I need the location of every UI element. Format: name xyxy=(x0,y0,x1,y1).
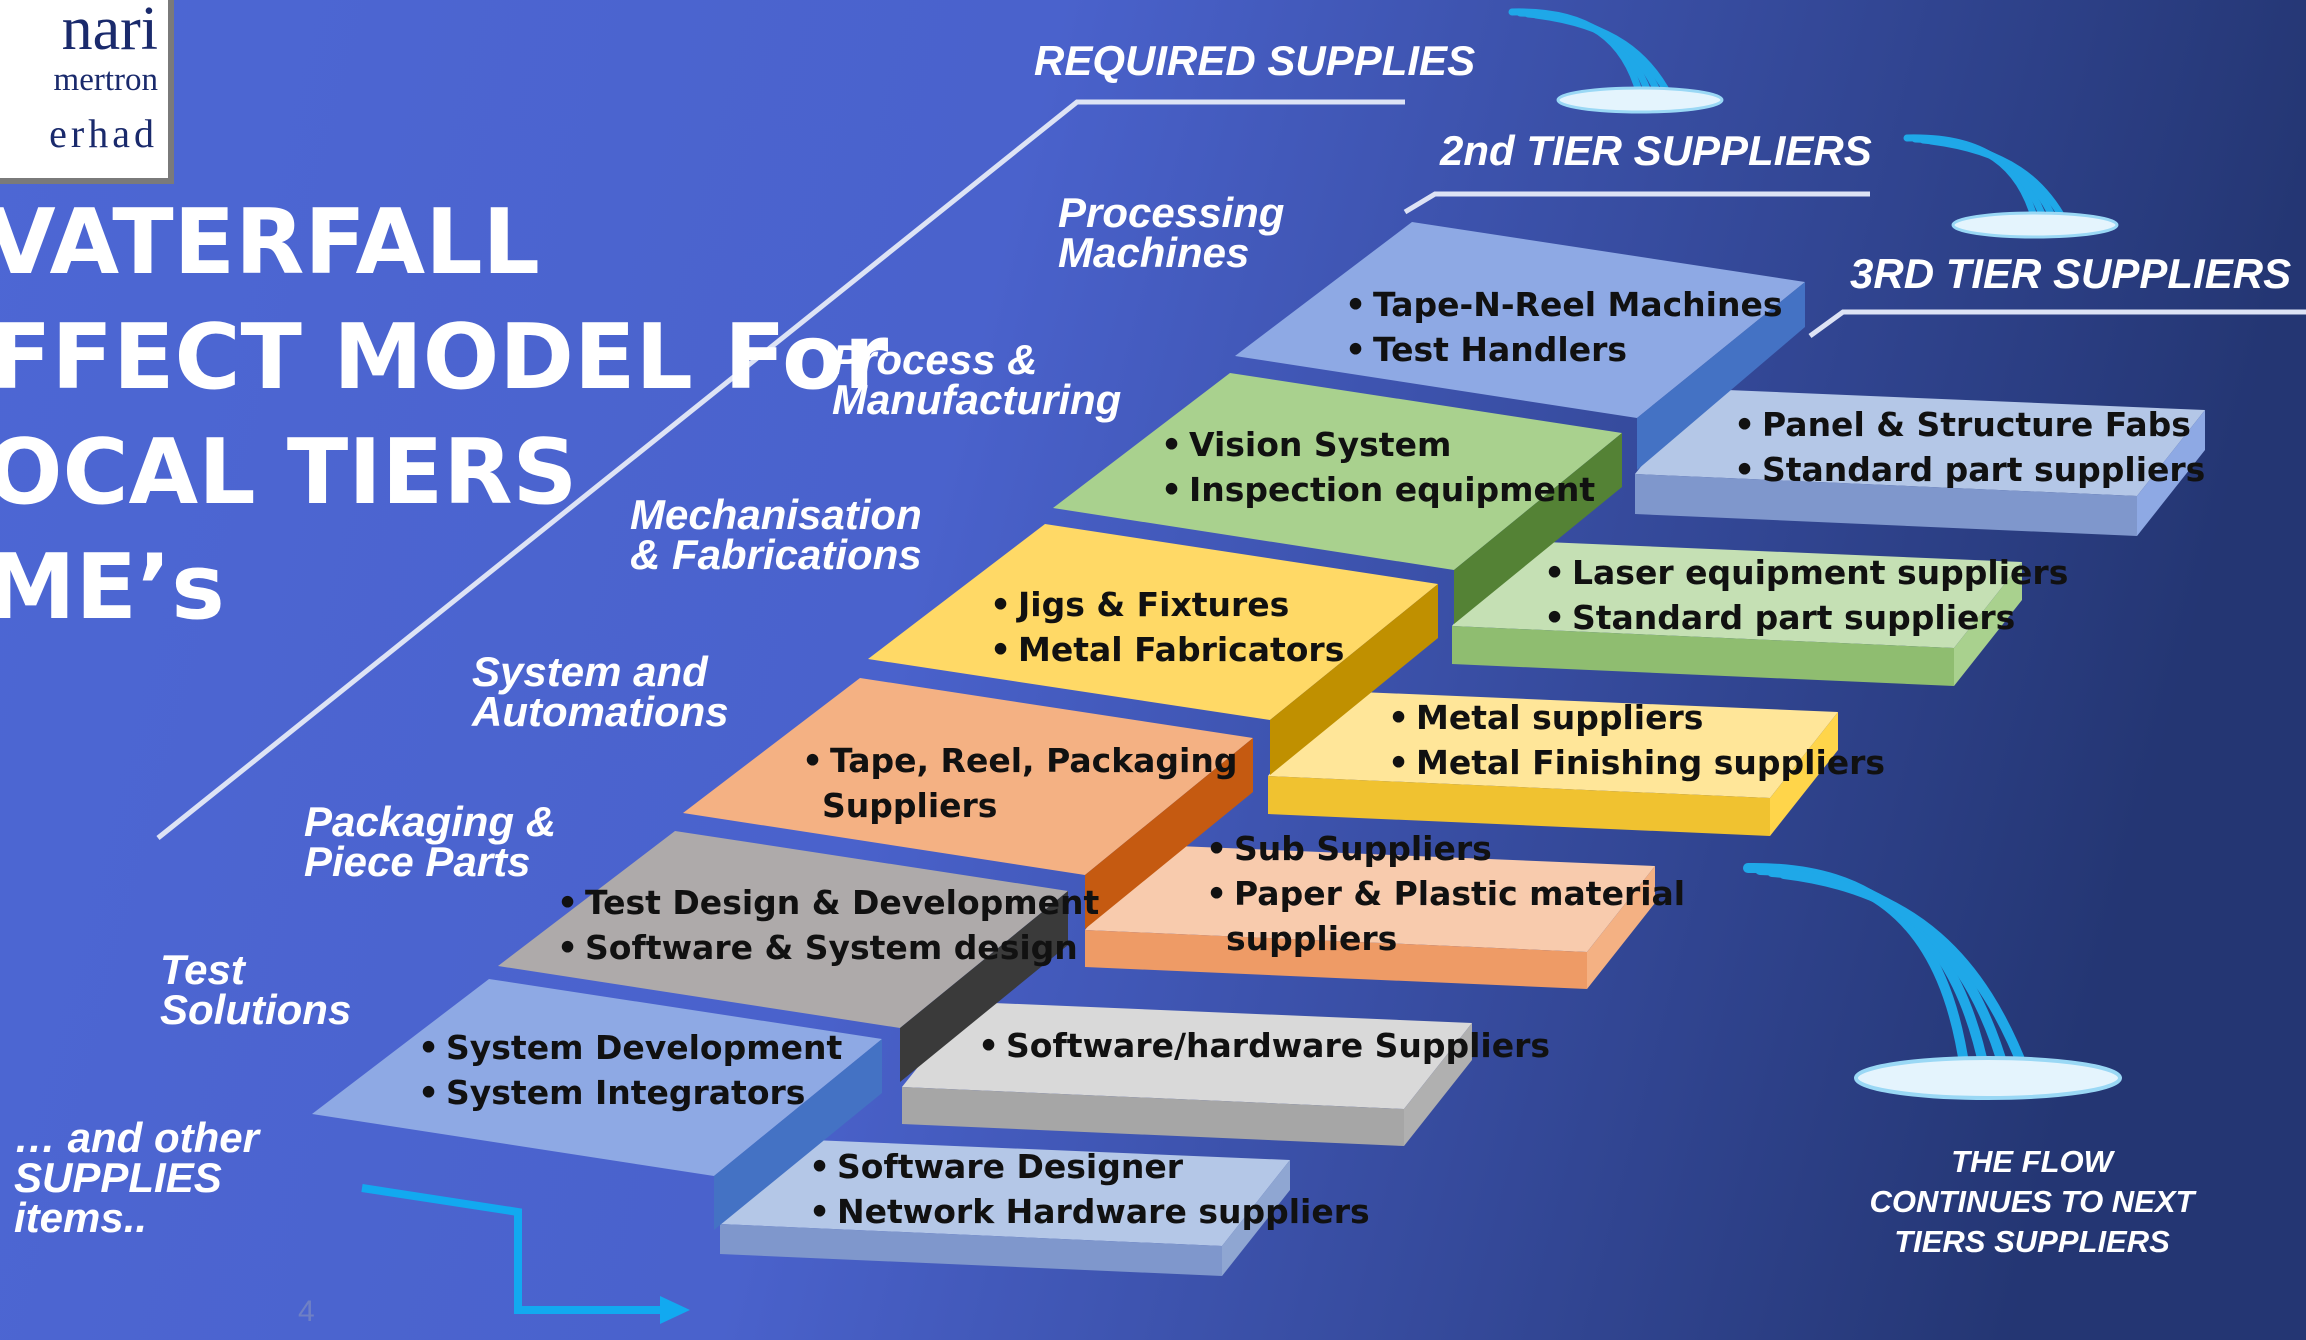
tier2-steps xyxy=(312,222,1805,1230)
tier3-header: 3RD TIER SUPPLIERS xyxy=(1850,250,2292,297)
category-line: Manufacturing xyxy=(832,376,1122,423)
list-item: •Paper & Plastic material xyxy=(1206,874,1686,913)
category-label: Packaging & Piece Parts xyxy=(304,798,557,885)
list-item: •System Development xyxy=(418,1028,843,1067)
tier2-step-4 xyxy=(683,678,1253,929)
category-line: Automations xyxy=(472,688,729,735)
tier2-step-2 xyxy=(1053,373,1622,624)
list-item: •Tape, Reel, Packaging xyxy=(802,741,1238,780)
list-item: •Software & System design xyxy=(557,928,1078,967)
tier2-step-5 xyxy=(498,831,1068,1082)
category-label: System and Automations xyxy=(472,648,729,735)
list-item: •Panel & Structure Fabs xyxy=(1734,405,2191,444)
other-supplies-line: … and other xyxy=(14,1114,260,1161)
list-item: Suppliers xyxy=(822,786,998,825)
title-line-4: ME’s xyxy=(0,535,225,640)
category-label: Processing Machines xyxy=(1058,189,1285,276)
tier2-step-3 xyxy=(868,524,1438,775)
tier3-step-1 xyxy=(1635,389,2205,536)
category-line: Processing xyxy=(1058,189,1285,236)
tier2-step-1-items: •Tape-N-Reel Machines •Test Handlers xyxy=(1345,282,1783,372)
tier3-step-2-items: •Laser equipment suppliers •Standard par… xyxy=(1544,550,2068,640)
tier2-line xyxy=(1403,191,1870,215)
other-supplies-line: items.. xyxy=(14,1194,148,1241)
category-label: Test Solutions xyxy=(160,946,352,1033)
list-item: •Software/hardware Suppliers xyxy=(978,1026,1551,1065)
tier3-line xyxy=(1808,309,2306,339)
required-supplies-line xyxy=(156,99,1405,840)
logo-line-3: erhad xyxy=(49,111,158,156)
list-item: •Network Hardware suppliers xyxy=(809,1192,1370,1231)
tier2-step-1 xyxy=(1235,222,1805,470)
list-item: •Sub Suppliers xyxy=(1206,829,1492,868)
list-item: •Software Designer xyxy=(809,1147,1183,1186)
category-line: Piece Parts xyxy=(304,838,531,885)
required-supplies-header: REQUIRED SUPPLIES xyxy=(1034,37,1476,84)
category-line: Machines xyxy=(1058,229,1250,276)
category-line: Test xyxy=(160,946,245,993)
category-line: & Fabrications xyxy=(630,531,922,578)
category-line: Mechanisation xyxy=(630,491,922,538)
category-line: Process & xyxy=(832,336,1038,383)
arrow-icon xyxy=(361,1184,690,1324)
tier3-step-4-items: •Sub Suppliers •Paper & Plastic material… xyxy=(1206,826,1685,961)
list-item: •Test Design & Development xyxy=(557,883,1100,922)
tier2-step-3-items: •Jigs & Fixtures •Metal Fabricators xyxy=(990,582,1344,672)
tier3-step-2 xyxy=(1452,541,2022,686)
list-item: •Inspection equipment xyxy=(1161,470,1596,509)
list-item: •Standard part suppliers xyxy=(1734,450,2206,489)
list-item: •Metal Finishing suppliers xyxy=(1388,743,1886,782)
category-label: Mechanisation & Fabrications xyxy=(630,491,922,578)
logo-line-1: nari xyxy=(61,0,158,63)
waterfall-icon xyxy=(1508,8,1724,114)
guide-lines xyxy=(156,99,2306,840)
category-label: Process & Manufacturing xyxy=(832,336,1122,423)
waterfall-icon xyxy=(1743,862,2122,1100)
tier2-step-2-items: •Vision System •Inspection equipment xyxy=(1161,422,1595,512)
tier2-step-4-items: •Tape, Reel, Packaging Suppliers xyxy=(802,738,1237,828)
tier3-step-3-items: •Metal suppliers •Metal Finishing suppli… xyxy=(1388,695,1885,785)
tier3-step-3 xyxy=(1268,691,1838,836)
title-line-1: VATERFALL xyxy=(0,190,540,295)
other-supplies-label: … and other SUPPLIES items.. xyxy=(14,1114,260,1241)
tier3-step-5-items: •Software/hardware Suppliers xyxy=(978,1023,1550,1068)
flow-note: THE FLOW CONTINUES TO NEXT TIERS SUPPLIE… xyxy=(1869,1144,2195,1259)
category-line: System and xyxy=(472,648,708,695)
tier2-header: 2nd TIER SUPPLIERS xyxy=(1440,127,1872,174)
waterfall-icon xyxy=(1903,134,2119,239)
company-logo: nari mertron erhad xyxy=(0,0,168,178)
tier3-step-6 xyxy=(720,1139,1290,1276)
list-item: •Tape-N-Reel Machines xyxy=(1345,285,1783,324)
tier3-step-6-items: •Software Designer •Network Hardware sup… xyxy=(809,1144,1370,1234)
tier2-step-6 xyxy=(312,979,882,1230)
tier3-step-5 xyxy=(902,1002,1472,1146)
tier2-step-6-items: •System Development •System Integrators xyxy=(418,1025,842,1115)
tier3-steps xyxy=(720,389,2205,1276)
tier3-step-4 xyxy=(1085,845,1655,989)
title-line-2: FFECT MODEL For xyxy=(0,305,889,410)
list-item: •Jigs & Fixtures xyxy=(990,585,1290,624)
page-number: 4 xyxy=(298,1295,315,1328)
list-item: •Test Handlers xyxy=(1345,330,1628,369)
title-line-3: OCAL TIERS xyxy=(0,420,578,525)
logo-line-2: mertron xyxy=(53,62,158,98)
list-item: •System Integrators xyxy=(418,1073,806,1112)
category-line: Packaging & xyxy=(304,798,557,845)
tier2-step-5-items: •Test Design & Development •Software & S… xyxy=(557,880,1099,970)
list-item: suppliers xyxy=(1226,919,1398,958)
list-item: •Vision System xyxy=(1161,425,1452,464)
list-item: •Standard part suppliers xyxy=(1544,598,2016,637)
list-item: •Metal Fabricators xyxy=(990,630,1345,669)
tier3-step-1-items: •Panel & Structure Fabs •Standard part s… xyxy=(1734,402,2205,492)
list-item: •Laser equipment suppliers xyxy=(1544,553,2069,592)
category-line: Solutions xyxy=(160,986,352,1033)
other-supplies-line: SUPPLIES xyxy=(14,1154,222,1201)
list-item: •Metal suppliers xyxy=(1388,698,1704,737)
